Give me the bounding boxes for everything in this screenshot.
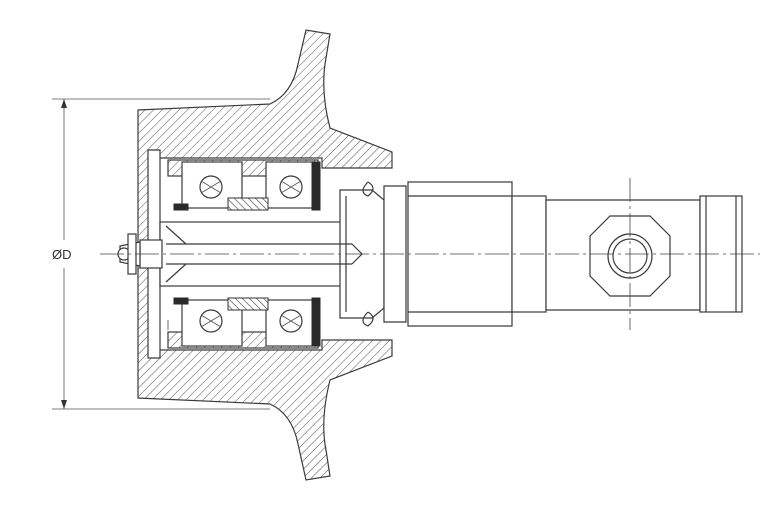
upper-bearing <box>167 159 321 211</box>
centre-lines <box>100 178 760 330</box>
lower-bearing <box>167 297 321 349</box>
diameter-label: ØD <box>52 247 72 262</box>
diameter-dimension: ØD <box>52 98 270 410</box>
